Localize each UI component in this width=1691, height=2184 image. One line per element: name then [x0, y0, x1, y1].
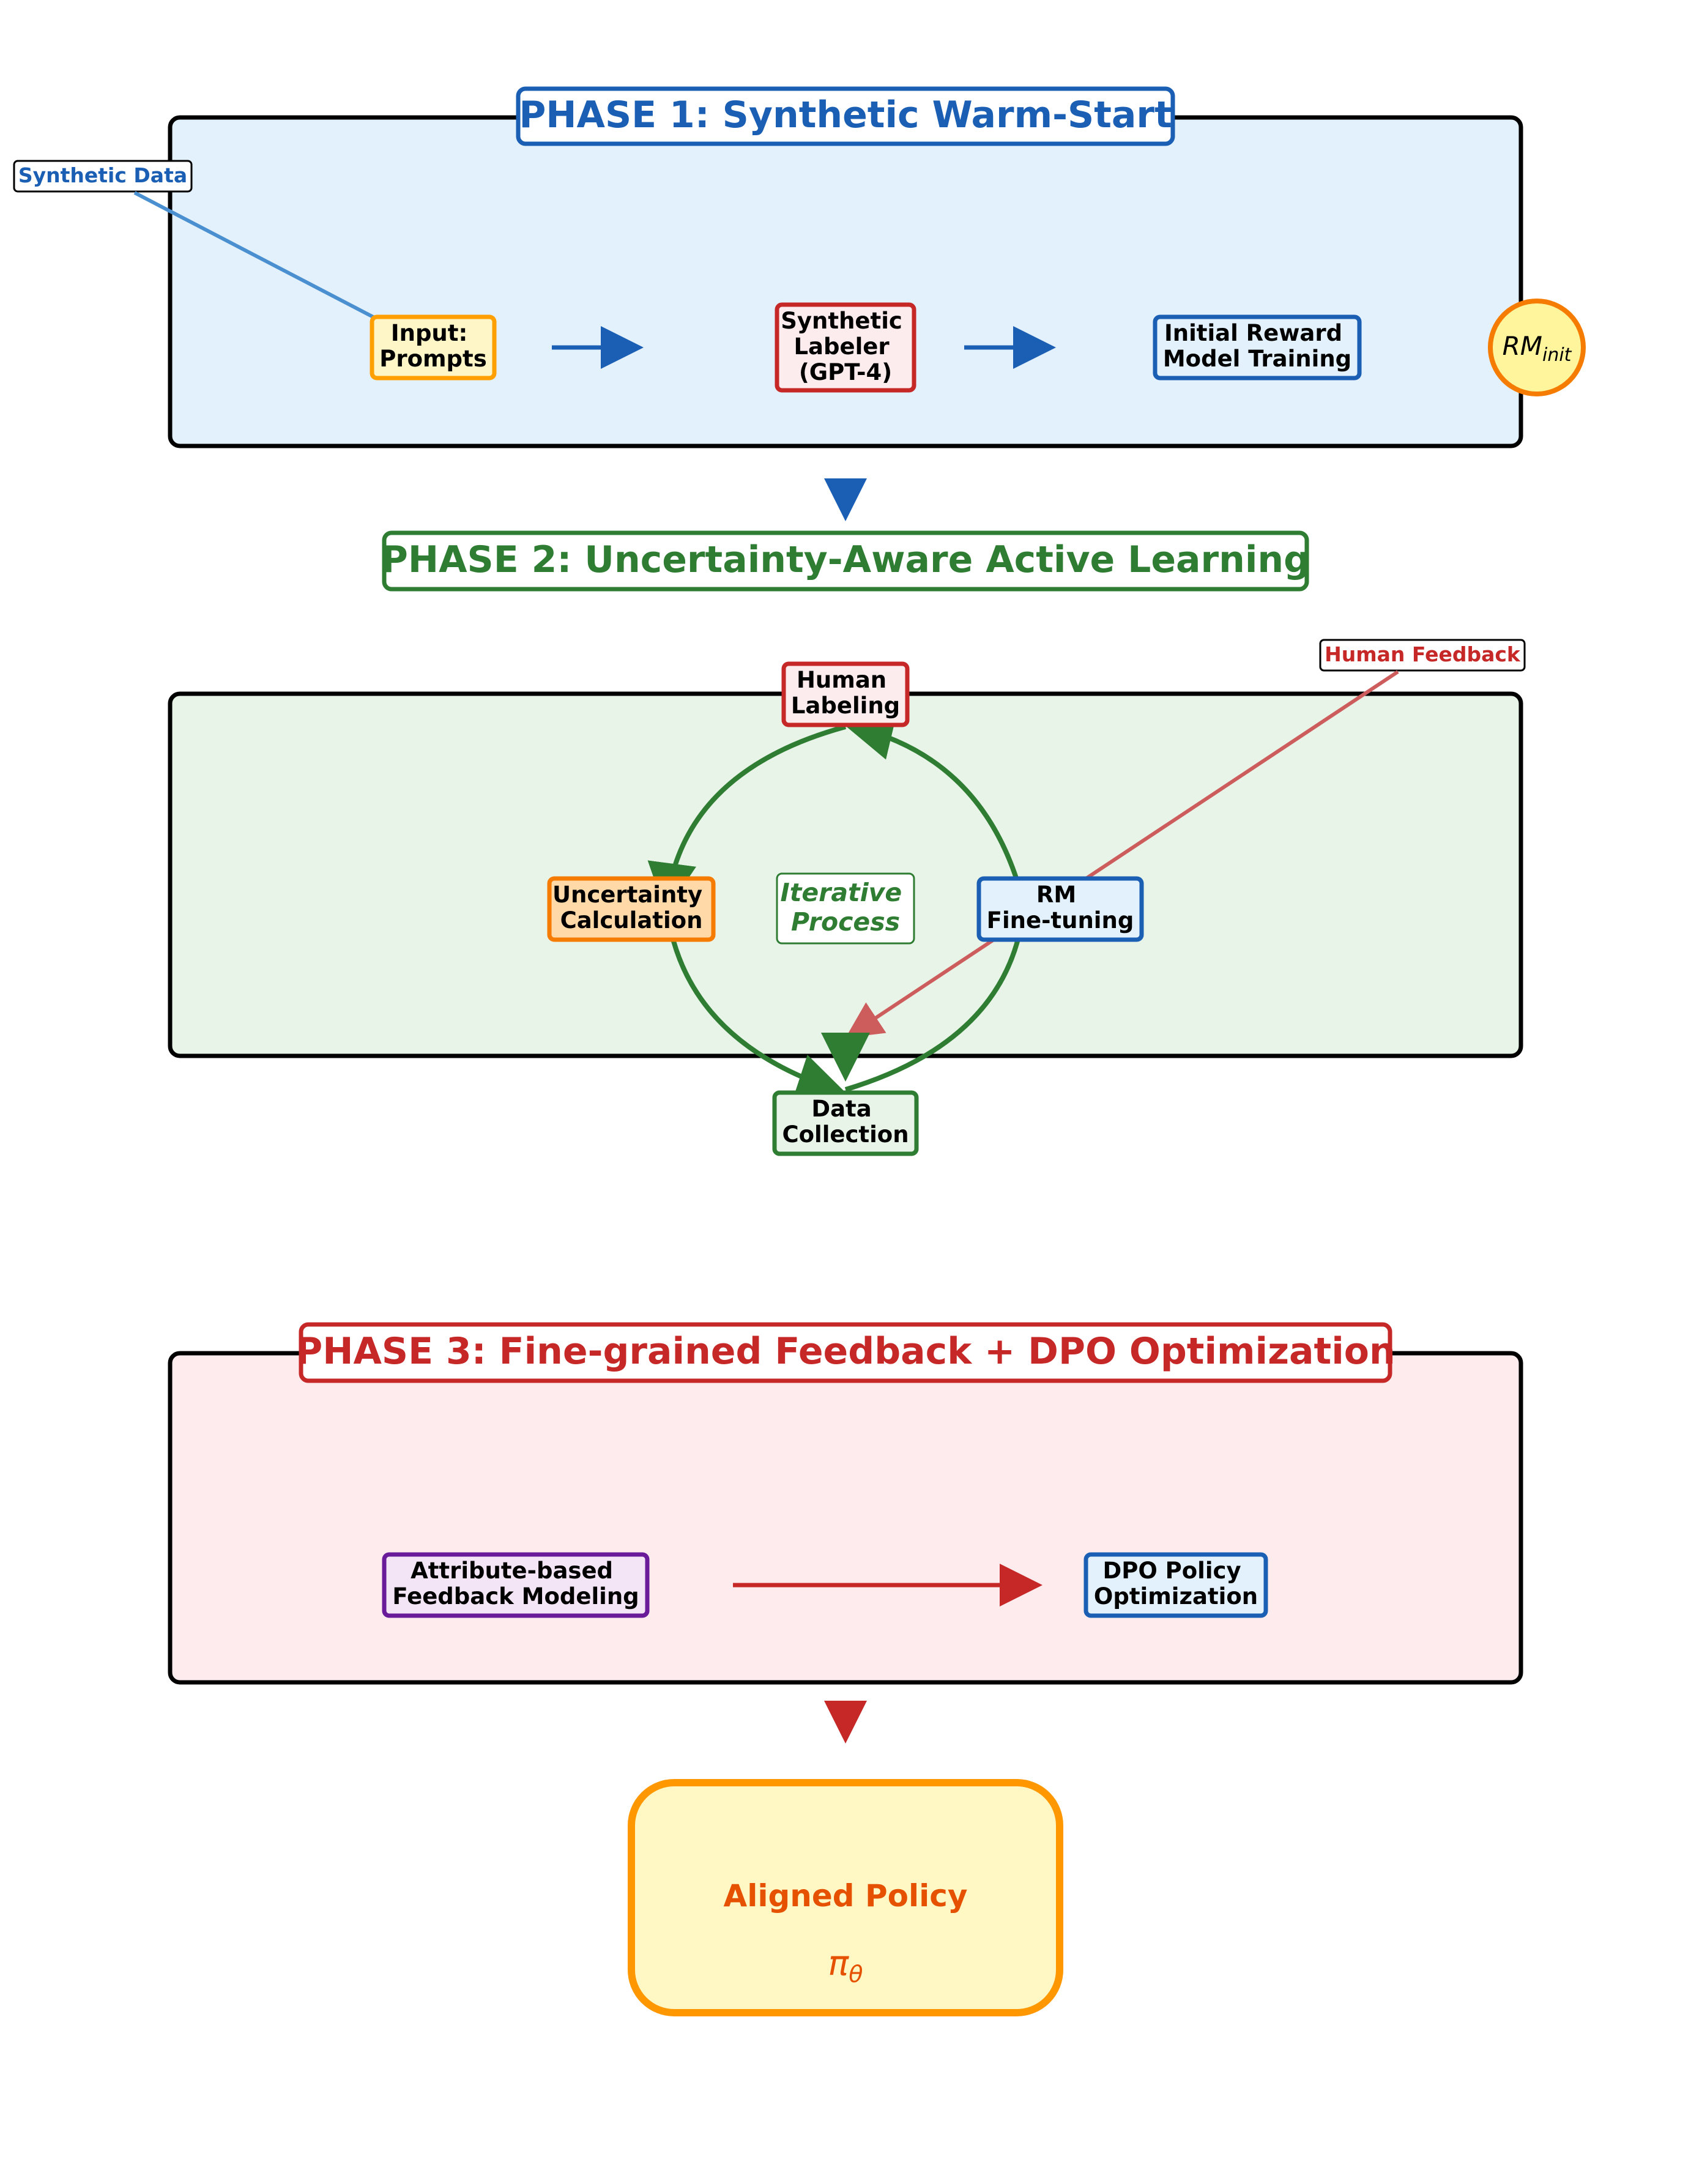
phase1-title-frame [516, 86, 1175, 146]
rm-finetuning-line2: Fine-tuning [987, 907, 1134, 934]
rm-finetuning-box: RM Fine-tuning [976, 876, 1144, 942]
input-prompts-line1: Input: [391, 320, 467, 346]
synthetic-data-callout-frame [13, 160, 193, 193]
svg-text:Input: Prompts: Input: Prompts [379, 320, 487, 372]
policy-symbol: π [828, 1944, 850, 1983]
phase1-title: PHASE 1: Synthetic Warm-Start [519, 94, 1172, 136]
dpo-policy-box: DPO Policy Optimization [1083, 1552, 1268, 1618]
human-labeling-line2: Labeling [791, 693, 900, 719]
loop-arc-uncertainty-to-collection [664, 908, 847, 1102]
phase2-title-frame [382, 530, 1309, 592]
policy-symbol-sub: θ [849, 1961, 863, 1988]
iterative-line1: Iterative [780, 878, 902, 907]
input-prompts-box: Input: Prompts [370, 314, 497, 381]
phase2-section: PHASE 2: Uncertainty-Aware Active Learni… [168, 530, 1526, 1156]
human-feedback-callout-frame [1319, 639, 1526, 672]
synthetic-labeler-box: Synthetic Labeler (GPT-4) [775, 302, 916, 393]
data-collection-line2: Collection [782, 1121, 909, 1148]
phase3-title: PHASE 3: Fine-grained Feedback + DPO Opt… [295, 1330, 1395, 1373]
uncertainty-line1: Uncertainty [552, 882, 702, 908]
attribute-feedback-box: Attribute-based Feedback Modeling [382, 1552, 650, 1618]
training-line2: Model Training [1163, 346, 1351, 372]
rm-init-badge: RMinit [1488, 299, 1586, 396]
uncertainty-calculation-box: Uncertainty Calculation [547, 876, 716, 942]
phase3-container [168, 1351, 1523, 1685]
rm-init-sub: init [1542, 344, 1572, 366]
synthetic-data-callout: Synthetic Data [18, 163, 187, 187]
svg-text:RMinit: RMinit [1503, 331, 1572, 366]
iterative-process-label: Iterative Process [776, 872, 915, 945]
loop-arc-labeling-to-uncertainty [647, 724, 847, 912]
svg-text:Iterative Process: Iterative Process [780, 878, 910, 937]
phase3-section: PHASE 3: Fine-grained Feedback + DPO Opt… [168, 1322, 1523, 1685]
training-line1: Initial Reward [1164, 320, 1342, 346]
aligned-policy-title: Aligned Policy [724, 1878, 968, 1914]
svg-text:Synthetic Labeler: Synthetic Labeler (GPT-4) [781, 308, 910, 385]
dpo-line1: DPO Policy [1102, 1558, 1241, 1584]
human-labeling-line1: Human [797, 667, 886, 693]
svg-text:Initial Reward Model T: Initial Reward Model Training [1163, 320, 1351, 372]
svg-text:Uncertainty Calculatio: Uncertainty Calculation [552, 882, 710, 934]
labeler-line2: Labeler [793, 333, 890, 360]
input-prompts-line2: Prompts [379, 346, 487, 372]
aligned-policy-box: Aligned Policy πθ [628, 1779, 1063, 2016]
phase1-section: PHASE 1: Synthetic Warm-Start Synthetic … [13, 86, 1586, 448]
svg-text:Attribute-based Feedba: Attribute-based Feedback Modeling [392, 1558, 639, 1610]
attribute-line1: Attribute-based [411, 1558, 613, 1584]
phase2-title: PHASE 2: Uncertainty-Aware Active Learni… [381, 538, 1310, 581]
svg-text:DPO Policy Optimizatio: DPO Policy Optimization [1094, 1558, 1258, 1610]
loop-arc-finetune-to-labeling [844, 711, 1027, 906]
human-feedback-arrow [845, 670, 1399, 1038]
labeler-line3: (GPT-4) [799, 359, 892, 385]
data-collection-box: Data Collection [772, 1090, 919, 1156]
attribute-line2: Feedback Modeling [392, 1583, 639, 1610]
rm-init-main: RM [1503, 331, 1542, 361]
human-feedback-callout: Human Feedback [1325, 642, 1521, 666]
svg-text:Human Labeling: Human Labeling [791, 667, 900, 719]
dpo-line2: Optimization [1094, 1583, 1258, 1610]
phase1-container [168, 115, 1523, 448]
svg-text:Data Collection: Data Collection [782, 1096, 909, 1148]
rm-finetuning-line1: RM [1036, 882, 1076, 908]
uncertainty-line2: Calculation [560, 907, 703, 934]
human-labeling-box: Human Labeling [781, 661, 910, 727]
initial-reward-training-box: Initial Reward Model Training [1153, 314, 1362, 381]
svg-text:RM Fine-tuning: RM Fine-tuning [987, 882, 1134, 934]
labeler-line1: Synthetic [781, 308, 902, 334]
data-collection-line1: Data [811, 1096, 871, 1122]
iterative-line2: Process [791, 907, 900, 937]
svg-text:πθ: πθ [828, 1944, 863, 1988]
phase3-title-frame [299, 1322, 1392, 1383]
